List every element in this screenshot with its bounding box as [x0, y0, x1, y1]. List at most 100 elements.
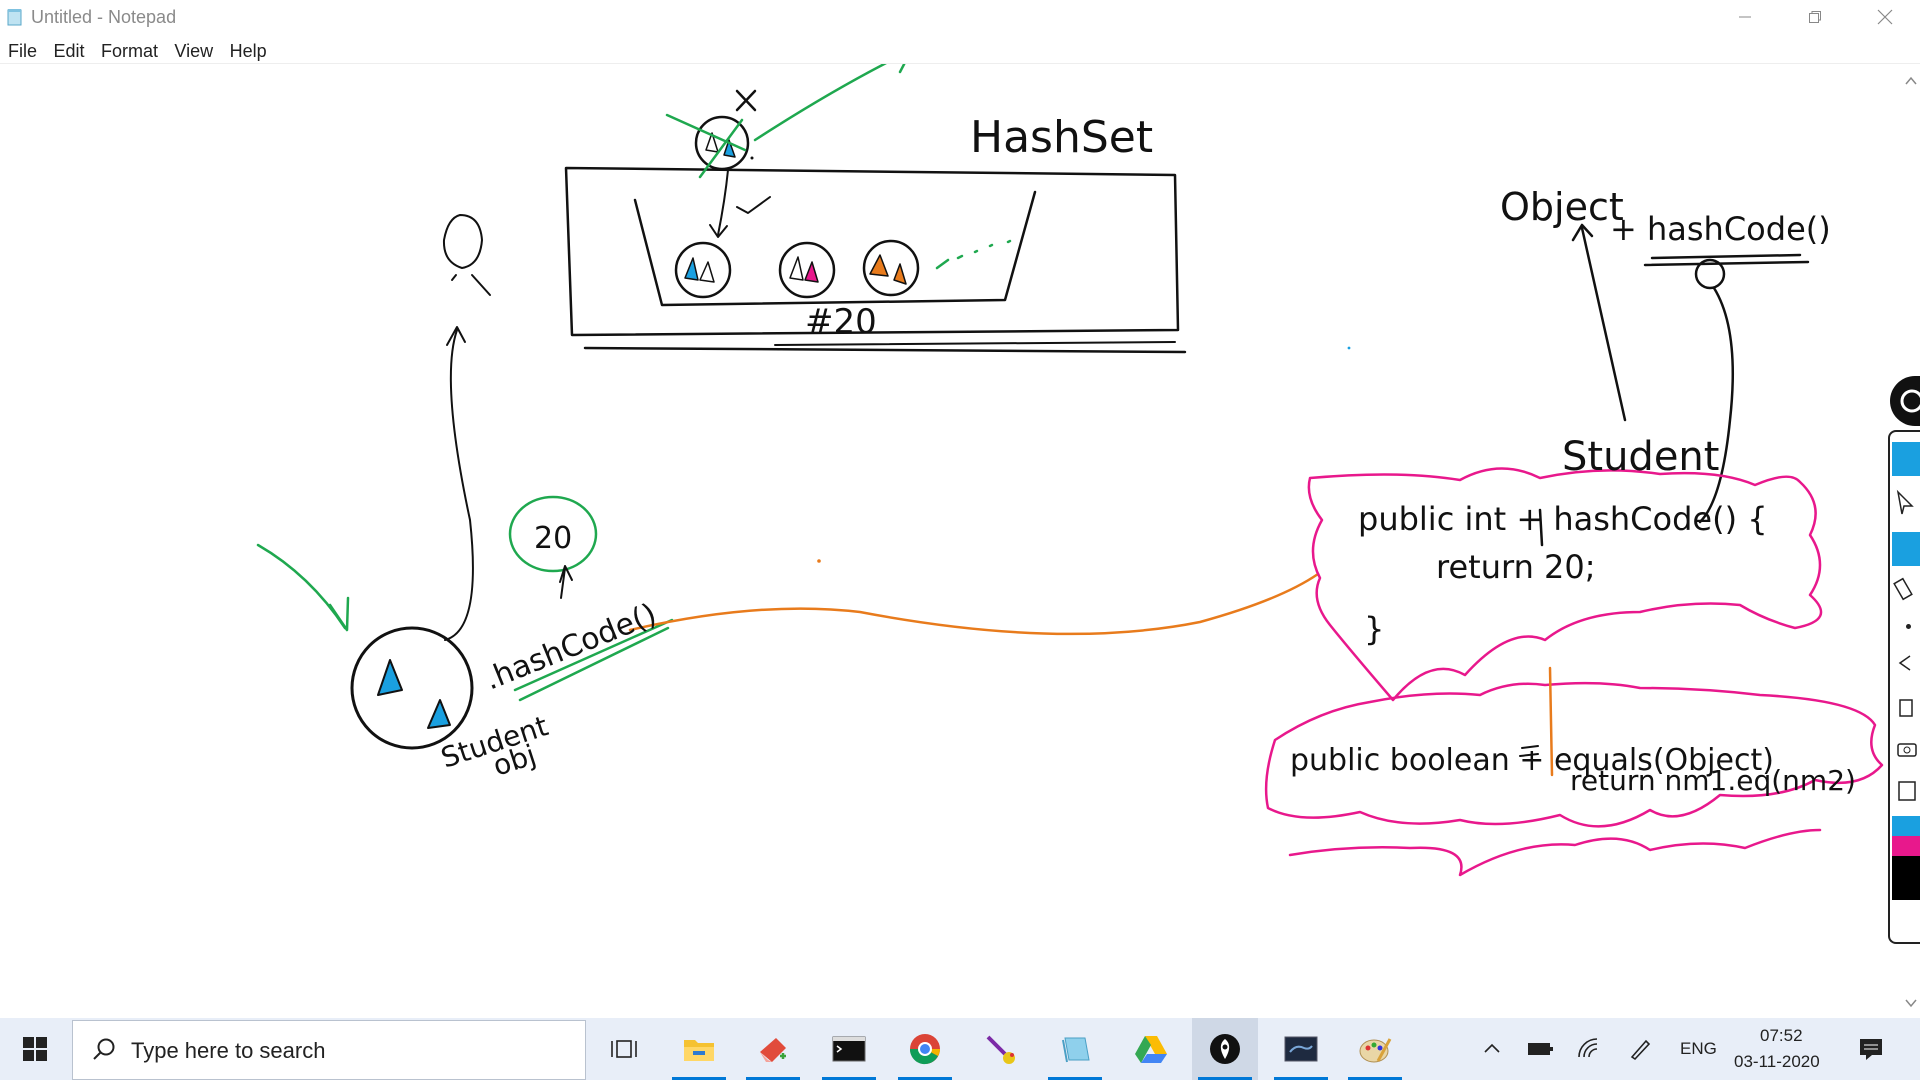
running-indicator — [1274, 1077, 1328, 1080]
terminal-icon — [832, 1036, 866, 1062]
close-icon — [1877, 9, 1893, 25]
clock-time[interactable]: 07:52 — [1760, 1026, 1803, 1045]
wifi-icon[interactable] — [1576, 1037, 1602, 1061]
running-indicator — [672, 1077, 726, 1080]
notepad-icon — [1062, 1037, 1090, 1063]
equals-code-line2: return nm1.eq(nm2) — [1570, 764, 1856, 797]
scroll-up-icon[interactable] — [1902, 72, 1920, 90]
hashcode-link — [628, 572, 1320, 636]
board-icon[interactable] — [1892, 776, 1920, 806]
person-doodle — [442, 214, 483, 269]
running-indicator — [1348, 1077, 1402, 1080]
battery-icon[interactable] — [1526, 1039, 1554, 1059]
restore-button[interactable] — [1780, 0, 1850, 34]
task-view-icon — [611, 1040, 637, 1058]
bucket-hash-label: #20 — [805, 302, 877, 342]
hashcode-call-label: .hashCode() — [480, 597, 662, 698]
menu-format[interactable]: Format — [100, 41, 158, 61]
color-swatch-blue[interactable] — [1892, 816, 1920, 836]
minimize-button[interactable] — [1710, 0, 1780, 34]
bucket-object-pink — [778, 241, 836, 299]
pen-nib-icon — [1900, 389, 1920, 413]
camera-icon[interactable] — [1892, 734, 1920, 764]
trash-icon[interactable] — [1892, 692, 1920, 722]
language-indicator[interactable]: ENG — [1680, 1039, 1717, 1058]
menu-edit[interactable]: Edit — [53, 41, 85, 61]
task-view-button[interactable] — [592, 1018, 658, 1080]
result-value-label: 20 — [534, 521, 572, 556]
taskbar-search[interactable]: Type here to search — [72, 1020, 586, 1080]
mysql-button[interactable] — [1268, 1018, 1334, 1080]
hashcode-code-line3: } — [1364, 610, 1384, 648]
hashcode-code-line1: public int + hashCode() { — [1358, 500, 1768, 538]
show-hidden-icons-icon[interactable] — [1482, 1039, 1502, 1059]
wand-app-button[interactable] — [968, 1018, 1034, 1080]
file-explorer-icon — [684, 1040, 714, 1061]
brush-size-dot[interactable] — [1906, 624, 1911, 629]
bucket — [633, 190, 1037, 307]
color-swatch-black[interactable] — [1892, 856, 1920, 900]
color-swatch-pink[interactable] — [1892, 836, 1920, 856]
search-icon — [93, 1038, 115, 1060]
notepad-taskbar-button[interactable] — [1042, 1018, 1108, 1080]
paint-button[interactable] — [1342, 1018, 1408, 1080]
pen-workspace-icon[interactable] — [1628, 1037, 1652, 1061]
highlighter-icon[interactable] — [1892, 574, 1920, 604]
epic-pen-taskbar-button[interactable] — [1192, 1018, 1258, 1080]
bucket-object-orange — [862, 239, 920, 297]
minimize-icon — [1739, 16, 1751, 18]
chrome-button[interactable] — [892, 1018, 958, 1080]
mysql-icon — [1284, 1036, 1318, 1062]
pen-tool-handle[interactable] — [1890, 376, 1920, 426]
paint-icon — [1359, 1038, 1392, 1063]
hashset-container — [564, 166, 1180, 337]
file-explorer-button[interactable] — [666, 1018, 732, 1080]
title-bar: Untitled - Notepad — [0, 0, 1920, 34]
pen-icon[interactable] — [1892, 532, 1920, 566]
windows-logo-icon — [23, 1037, 47, 1061]
notepad-app-icon — [7, 9, 22, 26]
start-button[interactable] — [0, 1018, 70, 1080]
running-indicator — [746, 1077, 800, 1080]
close-button[interactable] — [1850, 0, 1920, 34]
taskbar: Type here to search — [0, 1018, 1920, 1080]
incoming-object — [694, 115, 750, 171]
equals-code-line1: public boolean + equals(Object) — [1290, 743, 1774, 778]
student-object — [350, 626, 474, 750]
eraser-app-button[interactable] — [740, 1018, 806, 1080]
window-title: Untitled - Notepad — [31, 7, 177, 27]
wand-app-icon — [986, 1035, 1015, 1064]
terminal-button[interactable] — [816, 1018, 882, 1080]
menu-view[interactable]: View — [174, 41, 214, 61]
undo-icon[interactable] — [1892, 648, 1920, 678]
equals-cloud — [1264, 681, 1884, 828]
google-drive-icon — [1135, 1036, 1167, 1063]
running-indicator — [822, 1077, 876, 1080]
result-circle — [508, 495, 598, 573]
inheritance-arrow — [1580, 226, 1627, 422]
bucket-object-blue — [674, 241, 732, 299]
drawing-canvas[interactable]: HashSet #20 Object + hashCode() Student … — [0, 64, 1900, 1018]
clock-date[interactable]: 03-11-2020 — [1734, 1052, 1820, 1071]
student-class-label: Student — [1562, 434, 1719, 480]
hashcode-cloud — [1307, 467, 1823, 702]
eye-icon[interactable] — [1892, 442, 1920, 476]
notifications-icon[interactable] — [1858, 1036, 1884, 1062]
restore-icon — [1809, 11, 1821, 23]
hashcode-code-line2: return 20; — [1436, 548, 1596, 586]
menu-file[interactable]: File — [8, 41, 38, 61]
object-method-label: + hashCode() — [1610, 210, 1831, 248]
hashset-label: HashSet — [970, 112, 1153, 163]
cursor-icon[interactable] — [1892, 488, 1920, 518]
search-placeholder: Type here to search — [131, 1038, 326, 1063]
object-class-label: Object — [1500, 185, 1624, 229]
scroll-down-icon[interactable] — [1902, 994, 1920, 1012]
ink-toolbar — [1888, 430, 1920, 944]
running-indicator — [1198, 1077, 1252, 1080]
menu-help[interactable]: Help — [229, 41, 267, 61]
google-drive-button[interactable] — [1118, 1018, 1184, 1080]
epic-pen-icon — [1210, 1034, 1240, 1064]
chrome-icon — [909, 1034, 940, 1065]
menu-bar: File Edit Format View Help — [0, 35, 1920, 64]
paint-eraser-icon — [760, 1038, 786, 1062]
